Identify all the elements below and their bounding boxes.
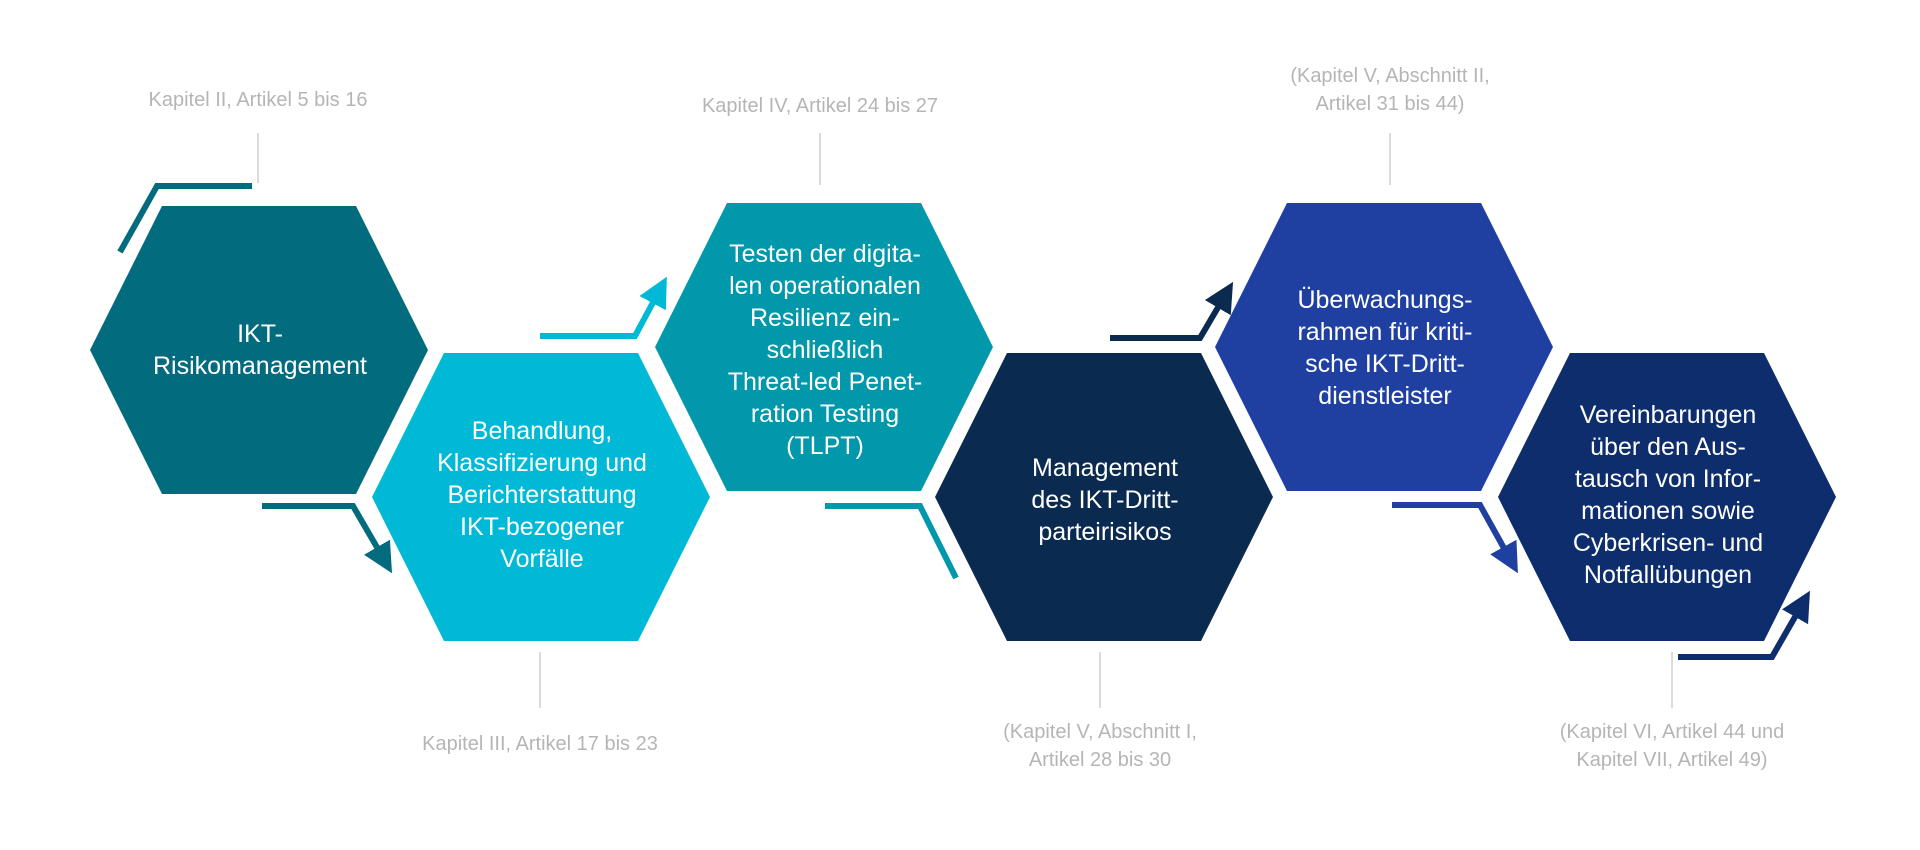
flow-arrow-2 (540, 276, 667, 339)
bracket-3 (825, 503, 959, 580)
flow-arrow-5 (1392, 502, 1518, 574)
hexagon-label-resilience-testing: Testen der digita- len operationalen Res… (727, 240, 923, 460)
reference-label-6: (Kapitel VI, Artikel 44 und Kapitel VII,… (1559, 721, 1785, 771)
reference-label-1: Kapitel II, Artikel 5 bis 16 (148, 89, 368, 111)
hexagon-label-third-party-risk: Management des IKT-Dritt- parteirisikos (1031, 454, 1179, 546)
reference-label-3: Kapitel IV, Artikel 24 bis 27 (701, 95, 939, 117)
reference-label-2: Kapitel III, Artikel 17 bis 23 (422, 733, 658, 755)
flow-arrow-1 (262, 503, 393, 574)
hexagon-resilience-testing (655, 203, 993, 491)
hexagon-label-oversight-framework: Überwachungs- rahmen für kriti- sche IKT… (1297, 286, 1473, 410)
hexagon-incident-handling (372, 353, 710, 641)
hexagon-risk-management (90, 206, 428, 494)
hexagon-third-party-risk (935, 353, 1273, 641)
reference-label-4: (Kapitel V, Abschnitt I, Artikel 28 bis … (1003, 721, 1197, 771)
hexagon-label-risk-management: IKT- Risikomanagement (153, 320, 367, 380)
hexagon-label-information-sharing: Vereinbarungen über den Aus- tausch von … (1572, 401, 1764, 589)
hexagon-information-sharing (1498, 353, 1836, 641)
bracket-1 (117, 183, 252, 254)
flow-arrow-4 (1110, 281, 1234, 341)
hexagon-oversight-framework (1215, 203, 1553, 491)
flow-arrow-6 (1678, 590, 1810, 660)
hexagon-label-incident-handling: Behandlung, Klassifizierung und Berichte… (437, 417, 647, 573)
reference-label-5: (Kapitel V, Abschnitt II, Artikel 31 bis… (1290, 65, 1490, 115)
